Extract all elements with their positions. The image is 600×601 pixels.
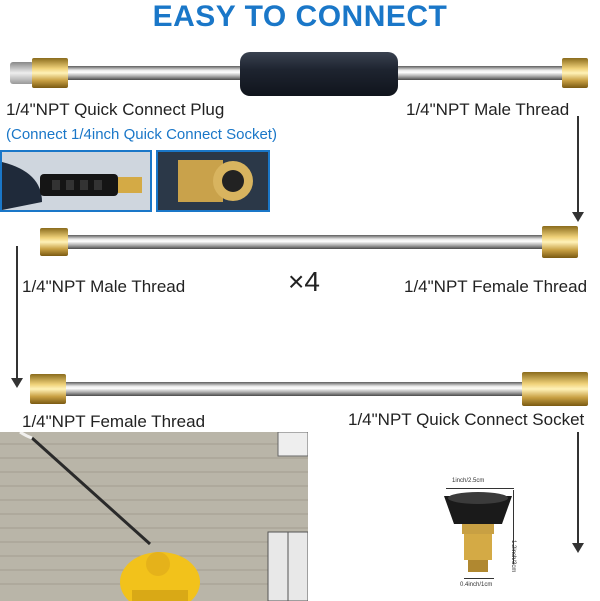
label-male-thread-top: 1/4"NPT Male Thread: [406, 100, 570, 119]
label-multiplier: ×4: [288, 266, 320, 297]
quick-connect-socket-fitting: [522, 372, 588, 406]
label-qc-plug: 1/4"NPT Quick Connect Plug: [6, 100, 225, 119]
nozzle-dim-tip-line: [464, 578, 494, 579]
arrow-head-right-2: [572, 543, 584, 553]
arrow-right-2: [577, 432, 579, 546]
arrow-head-right-1: [572, 212, 584, 222]
page-title: EASY TO CONNECT: [152, 0, 448, 33]
house-washing-photo: [0, 432, 308, 601]
male-thread-fitting-mid: [40, 228, 68, 256]
label-female-thread-bottom: 1/4"NPT Female Thread: [22, 412, 206, 431]
wand-middle: [60, 235, 550, 249]
socket-photo-illustration: [158, 152, 268, 210]
nozzle-dim-width: 1inch/2.5cm: [452, 478, 485, 484]
nozzle-dim-width-line: [446, 488, 514, 489]
nozzle-dim-tip: 0.4inch/1cm: [460, 582, 493, 588]
female-thread-fitting-mid: [542, 226, 578, 258]
plug-photo-illustration: [2, 152, 150, 210]
nozzle-dim-height-line: [513, 490, 514, 564]
arrow-right-1: [577, 116, 579, 216]
photo-socket-connection: [156, 150, 270, 212]
female-thread-fitting-bottom: [30, 374, 66, 404]
label-qc-socket: 1/4"NPT Quick Connect Socket: [348, 410, 585, 429]
nozzle-dim-height: 1.2inch/3cm: [510, 540, 516, 573]
quick-connect-plug-tip: [10, 62, 34, 84]
male-thread-fitting-top: [562, 58, 588, 88]
nozzle-icon: [444, 492, 512, 572]
label-qc-plug-note: (Connect 1/4inch Quick Connect Socket): [6, 126, 277, 143]
photo-plug-connection: [0, 150, 152, 212]
arrow-head-left: [11, 378, 23, 388]
house-scene-illustration: [0, 432, 308, 601]
label-female-thread-mid: 1/4"NPT Female Thread: [404, 277, 588, 296]
wand-handle: [240, 52, 398, 96]
quick-connect-plug-fitting: [32, 58, 68, 88]
arrow-left: [16, 246, 18, 380]
wand-bottom: [60, 382, 530, 396]
label-male-thread-mid: 1/4"NPT Male Thread: [22, 277, 186, 296]
